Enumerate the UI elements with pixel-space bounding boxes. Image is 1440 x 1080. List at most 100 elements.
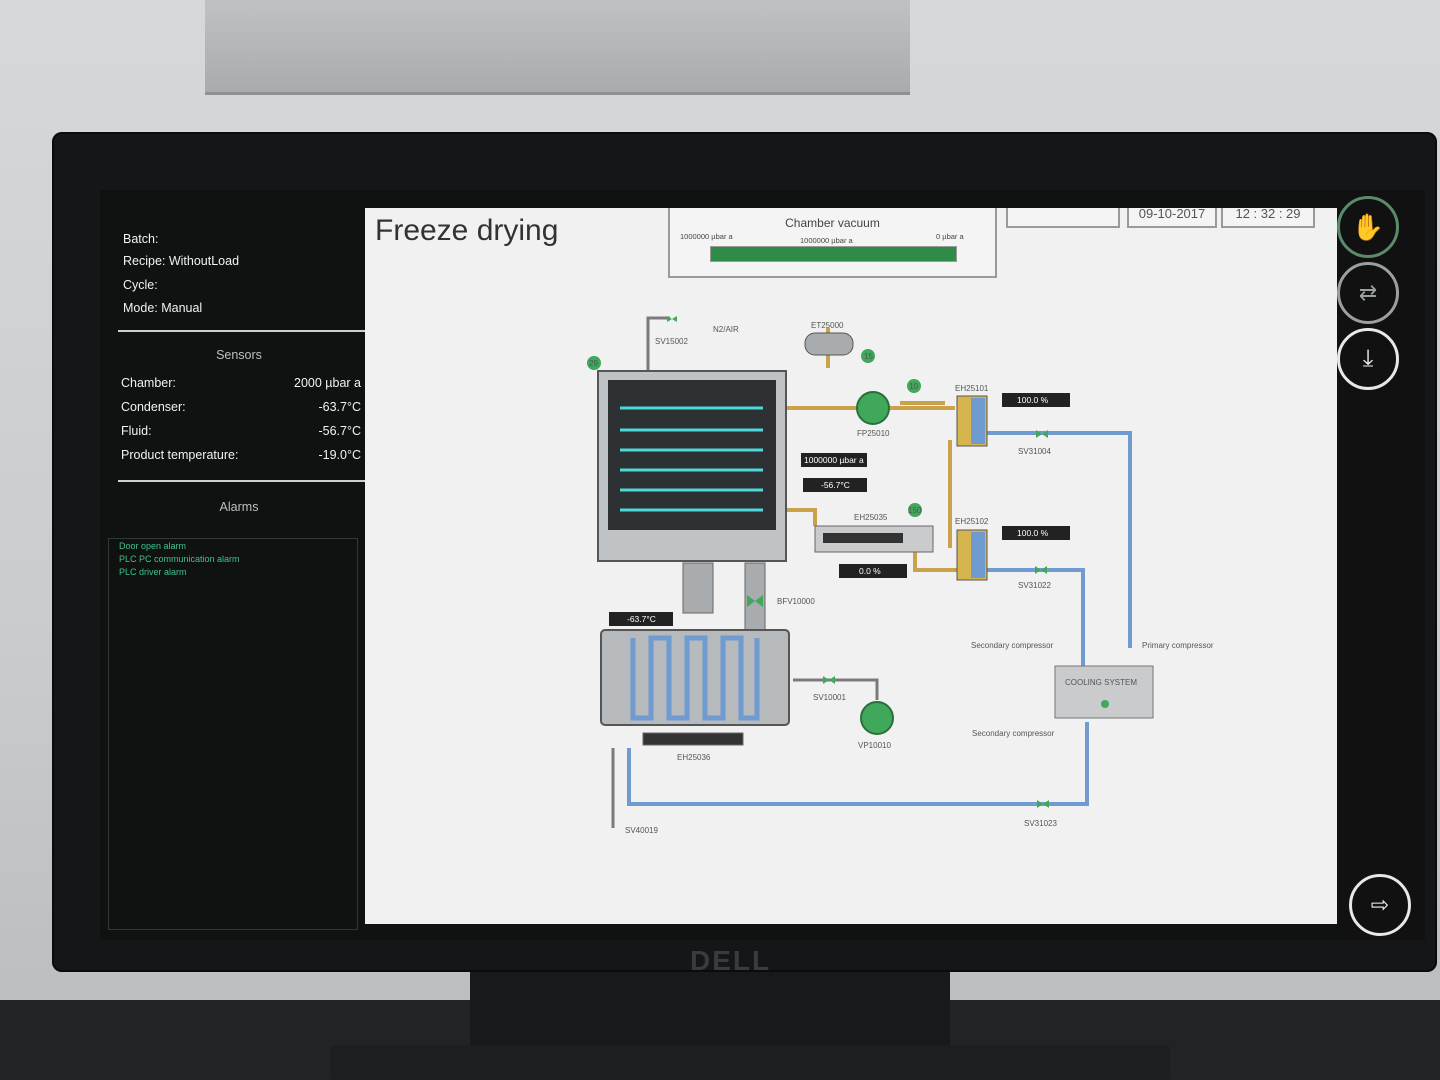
sensor-label: Fluid:: [121, 424, 152, 438]
sensor-15-label: 15: [864, 352, 873, 361]
tag-eh25101: EH25101: [955, 384, 989, 393]
wall-shelf: [205, 0, 910, 95]
tag-eh25035: EH25035: [854, 513, 888, 522]
condenser[interactable]: [600, 629, 790, 726]
chamber-window: [608, 380, 776, 530]
valve-position-box: [1002, 393, 1070, 407]
vacuum-title: Chamber vacuum: [785, 216, 880, 230]
alarm-list[interactable]: Door open alarm PLC PC communication ala…: [108, 538, 358, 930]
heater-output-box: [839, 564, 907, 578]
sensor-indicator: [587, 356, 601, 370]
heater-eh25035-element: [823, 533, 903, 543]
sensor-label: Chamber:: [121, 376, 176, 390]
action-bar: ✋ ⇄ ⤓ ⇨: [1337, 190, 1425, 940]
sensors-title: Sensors: [216, 348, 262, 362]
chamber-pressure-box: [801, 453, 867, 467]
sensor-row-chamber: Chamber: 2000 µbar a: [121, 376, 361, 390]
left-panel: Batch: Recipe: WithoutLoad Cycle: Mode: …: [108, 208, 368, 930]
tag-vp10010: VP10010: [858, 741, 891, 750]
sensor-indicator: [907, 379, 921, 393]
sensor-value: -56.7°C: [318, 424, 361, 438]
label-secondary-compressor-1: Secondary compressor: [971, 641, 1054, 650]
valves: [667, 316, 1049, 808]
valve-sv10001[interactable]: [823, 676, 835, 684]
label-secondary-compressor-2: Secondary compressor: [972, 729, 1055, 738]
cooling-status-led: [1101, 700, 1109, 708]
mode-info: Mode: Manual: [123, 301, 203, 315]
valve-sv31004[interactable]: [1036, 430, 1048, 438]
pump-fp25010[interactable]: [856, 391, 890, 425]
sensor-10-label: 10: [909, 382, 918, 391]
sensor-indicators: [587, 349, 922, 517]
sensor-row-product: Product temperature: -19.0°C: [121, 448, 361, 462]
expansion-tank-et25000[interactable]: [804, 332, 854, 356]
valve-sv31022[interactable]: [1035, 566, 1047, 574]
sensor-value: -19.0°C: [318, 448, 361, 462]
status-field: [1006, 208, 1120, 228]
alarm-item[interactable]: PLC PC communication alarm: [119, 554, 240, 564]
recipe-info: Recipe: WithoutLoad: [123, 254, 240, 268]
chamber-duct: [682, 562, 714, 614]
batch-info: Batch:: [123, 232, 159, 246]
condenser-temp-value: -63.7°C: [627, 614, 656, 624]
divider: [118, 480, 368, 482]
date-display: 09-10-2017: [1127, 208, 1217, 228]
chamber-shelves: [620, 406, 763, 512]
vacuum-pipes: [611, 316, 879, 828]
alarms-title: Alarms: [219, 500, 259, 514]
cold-pipes: [627, 431, 1132, 806]
tag-sv15002: SV15002: [655, 337, 688, 346]
tag-fp25010: FP25010: [857, 429, 890, 438]
tag-sv40019: SV40019: [625, 826, 658, 835]
transfer-button[interactable]: ⇄: [1337, 262, 1399, 324]
vacuum-bar: [710, 246, 957, 262]
sensor-row-condenser: Condenser: -63.7°C: [121, 400, 361, 414]
valve-sv31023[interactable]: [1037, 800, 1049, 808]
sensor-row-fluid: Fluid: -56.7°C: [121, 424, 361, 438]
heater-eh25036[interactable]: [642, 732, 744, 746]
valve-sv15002[interactable]: [667, 316, 677, 322]
manual-mode-button[interactable]: ✋: [1337, 196, 1399, 258]
tag-n2air: N2/AIR: [713, 325, 739, 334]
hmi-screen: Batch: Recipe: WithoutLoad Cycle: Mode: …: [100, 190, 1425, 940]
valve-position-box: [1002, 526, 1070, 540]
tag-sv31022: SV31022: [1018, 581, 1051, 590]
exchanger-eh25101-coil: [971, 398, 985, 444]
heater-output: 0.0 %: [859, 566, 881, 576]
logout-button[interactable]: ⇨: [1349, 874, 1411, 936]
tag-sv31004: SV31004: [1018, 447, 1051, 456]
exchanger-eh25102-coil: [971, 532, 985, 578]
tag-eh25036: EH25036: [677, 753, 711, 762]
fluid-temp-box: [803, 478, 867, 492]
divider: [118, 330, 368, 332]
sensor-value: -63.7°C: [318, 400, 361, 414]
chamber-vacuum-gauge: Chamber vacuum 1000000 µbar a 1000000 µb…: [668, 208, 997, 278]
sensor-label: Product temperature:: [121, 448, 239, 462]
vacuum-max-label: 0 µbar a: [936, 232, 964, 241]
process-diagram: 29 15 10 150 100.0 % 100.0 % 0.0 % 10000…: [587, 316, 1214, 835]
alarm-item[interactable]: Door open alarm: [119, 541, 187, 551]
valve-bfv10000[interactable]: [747, 595, 763, 607]
cycle-info: Cycle:: [123, 278, 158, 292]
page-title: Freeze drying: [375, 214, 559, 247]
logout-icon: ⇨: [1370, 892, 1390, 917]
download-button[interactable]: ⤓: [1337, 328, 1399, 390]
sensor-indicator: [908, 503, 922, 517]
vacuum-min-label: 1000000 µbar a: [680, 232, 733, 241]
cooling-system[interactable]: [1054, 665, 1154, 719]
tag-eh25102: EH25102: [955, 517, 989, 526]
sensor-29-label: 29: [589, 359, 598, 368]
time-display: 12 : 32 : 29: [1221, 208, 1315, 228]
tag-et25000: ET25000: [811, 321, 844, 330]
tag-bfv10000: BFV10000: [777, 597, 815, 606]
valve-position-2: 100.0 %: [1017, 528, 1049, 538]
hand-icon: ✋: [1351, 211, 1385, 242]
arrows-icon: ⇄: [1358, 280, 1378, 305]
process-diagram-panel: Freeze drying Chamber vacuum 1000000 µba…: [365, 208, 1337, 924]
pump-vp10010[interactable]: [860, 701, 894, 735]
condenser-temp-box: [609, 612, 673, 626]
alarm-item[interactable]: PLC driver alarm: [119, 567, 187, 577]
valve-position-1: 100.0 %: [1017, 395, 1049, 405]
cooling-system-label: COOLING SYSTEM: [1065, 678, 1137, 687]
condenser-coils: [630, 635, 760, 721]
